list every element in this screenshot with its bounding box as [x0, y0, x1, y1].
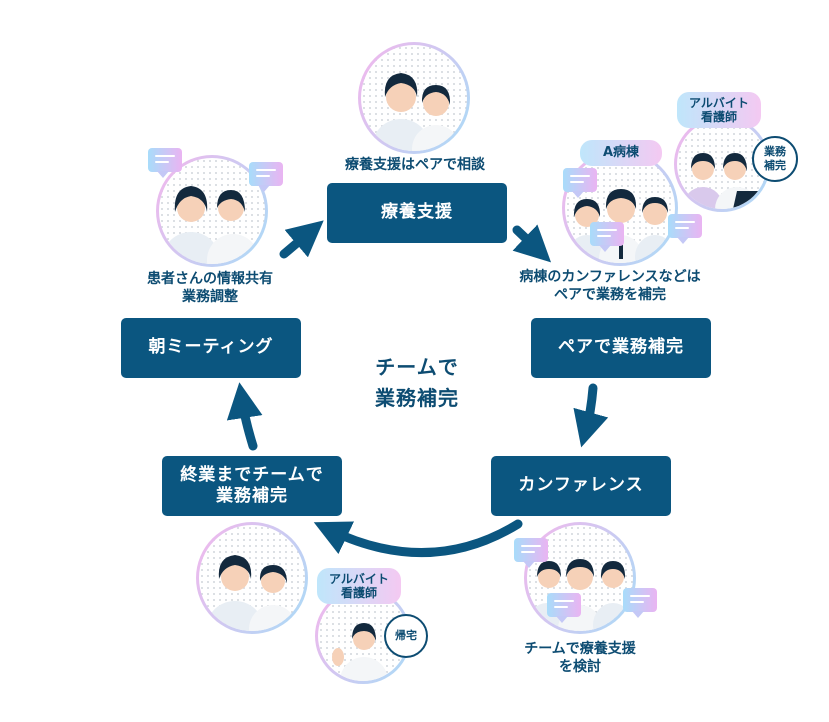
chat-bubble-icon: [668, 214, 702, 244]
arrow-ryoyo-to-pair: [512, 224, 552, 263]
step-caption: 患者さんの情報共有 業務調整: [147, 271, 273, 306]
step-box-asa-meeting: 朝ミーティング: [121, 318, 301, 378]
chat-bubble-icon: [547, 593, 581, 623]
chat-bubble-icon: [148, 148, 182, 178]
center-label: チームで 業務補完: [375, 355, 459, 410]
nurse-figures-icon: [373, 73, 460, 151]
part-time-nurse-pill: アルバイト 看護師: [677, 92, 761, 128]
ward-team-illustration: [565, 153, 675, 263]
step-box-shugyo-made: 終業までチームで 業務補完: [162, 456, 342, 516]
arrow-end-to-meeting: [226, 382, 263, 451]
ward-pill: A病棟: [580, 140, 662, 166]
step-caption: 療養支援はペアで相談: [345, 157, 485, 173]
three-nurses-icon: [527, 559, 633, 631]
part-time-nurse-pill: アルバイト 看護師: [317, 568, 401, 604]
chat-bubble-icon: [249, 162, 283, 192]
waving-nurses-icon: [207, 555, 297, 631]
step-caption: 病棟のカンファレンスなどは ペアで業務を補完: [519, 269, 701, 304]
chat-bubble-icon: [623, 588, 657, 618]
waving-part-time-nurse-icon: [332, 623, 388, 681]
two-nurses-consulting-illustration: [361, 45, 467, 151]
speech-bubble-kitaku: 帰宅: [384, 614, 428, 658]
step-box-pair-hokan: ペアで業務補完: [531, 318, 711, 378]
step-box-ryoyo-shien: 療養支援: [327, 183, 507, 243]
speech-bubble-gyomu-hokan: 業務 補完: [752, 136, 798, 182]
chat-bubble-icon: [514, 538, 548, 568]
arrow-conference-to-end: [313, 519, 523, 558]
chat-bubble-icon: [590, 222, 624, 252]
arrow-meeting-to-ryoyo: [279, 220, 324, 259]
step-box-conference: カンファレンス: [491, 456, 671, 516]
two-nurses-waving-illustration: [199, 525, 305, 631]
arrow-pair-to-conference: [573, 383, 609, 448]
chat-bubble-icon: [563, 168, 597, 198]
part-time-nurse-illustration: [677, 119, 767, 209]
step-caption: チームで療養支援 を検討: [524, 641, 636, 676]
